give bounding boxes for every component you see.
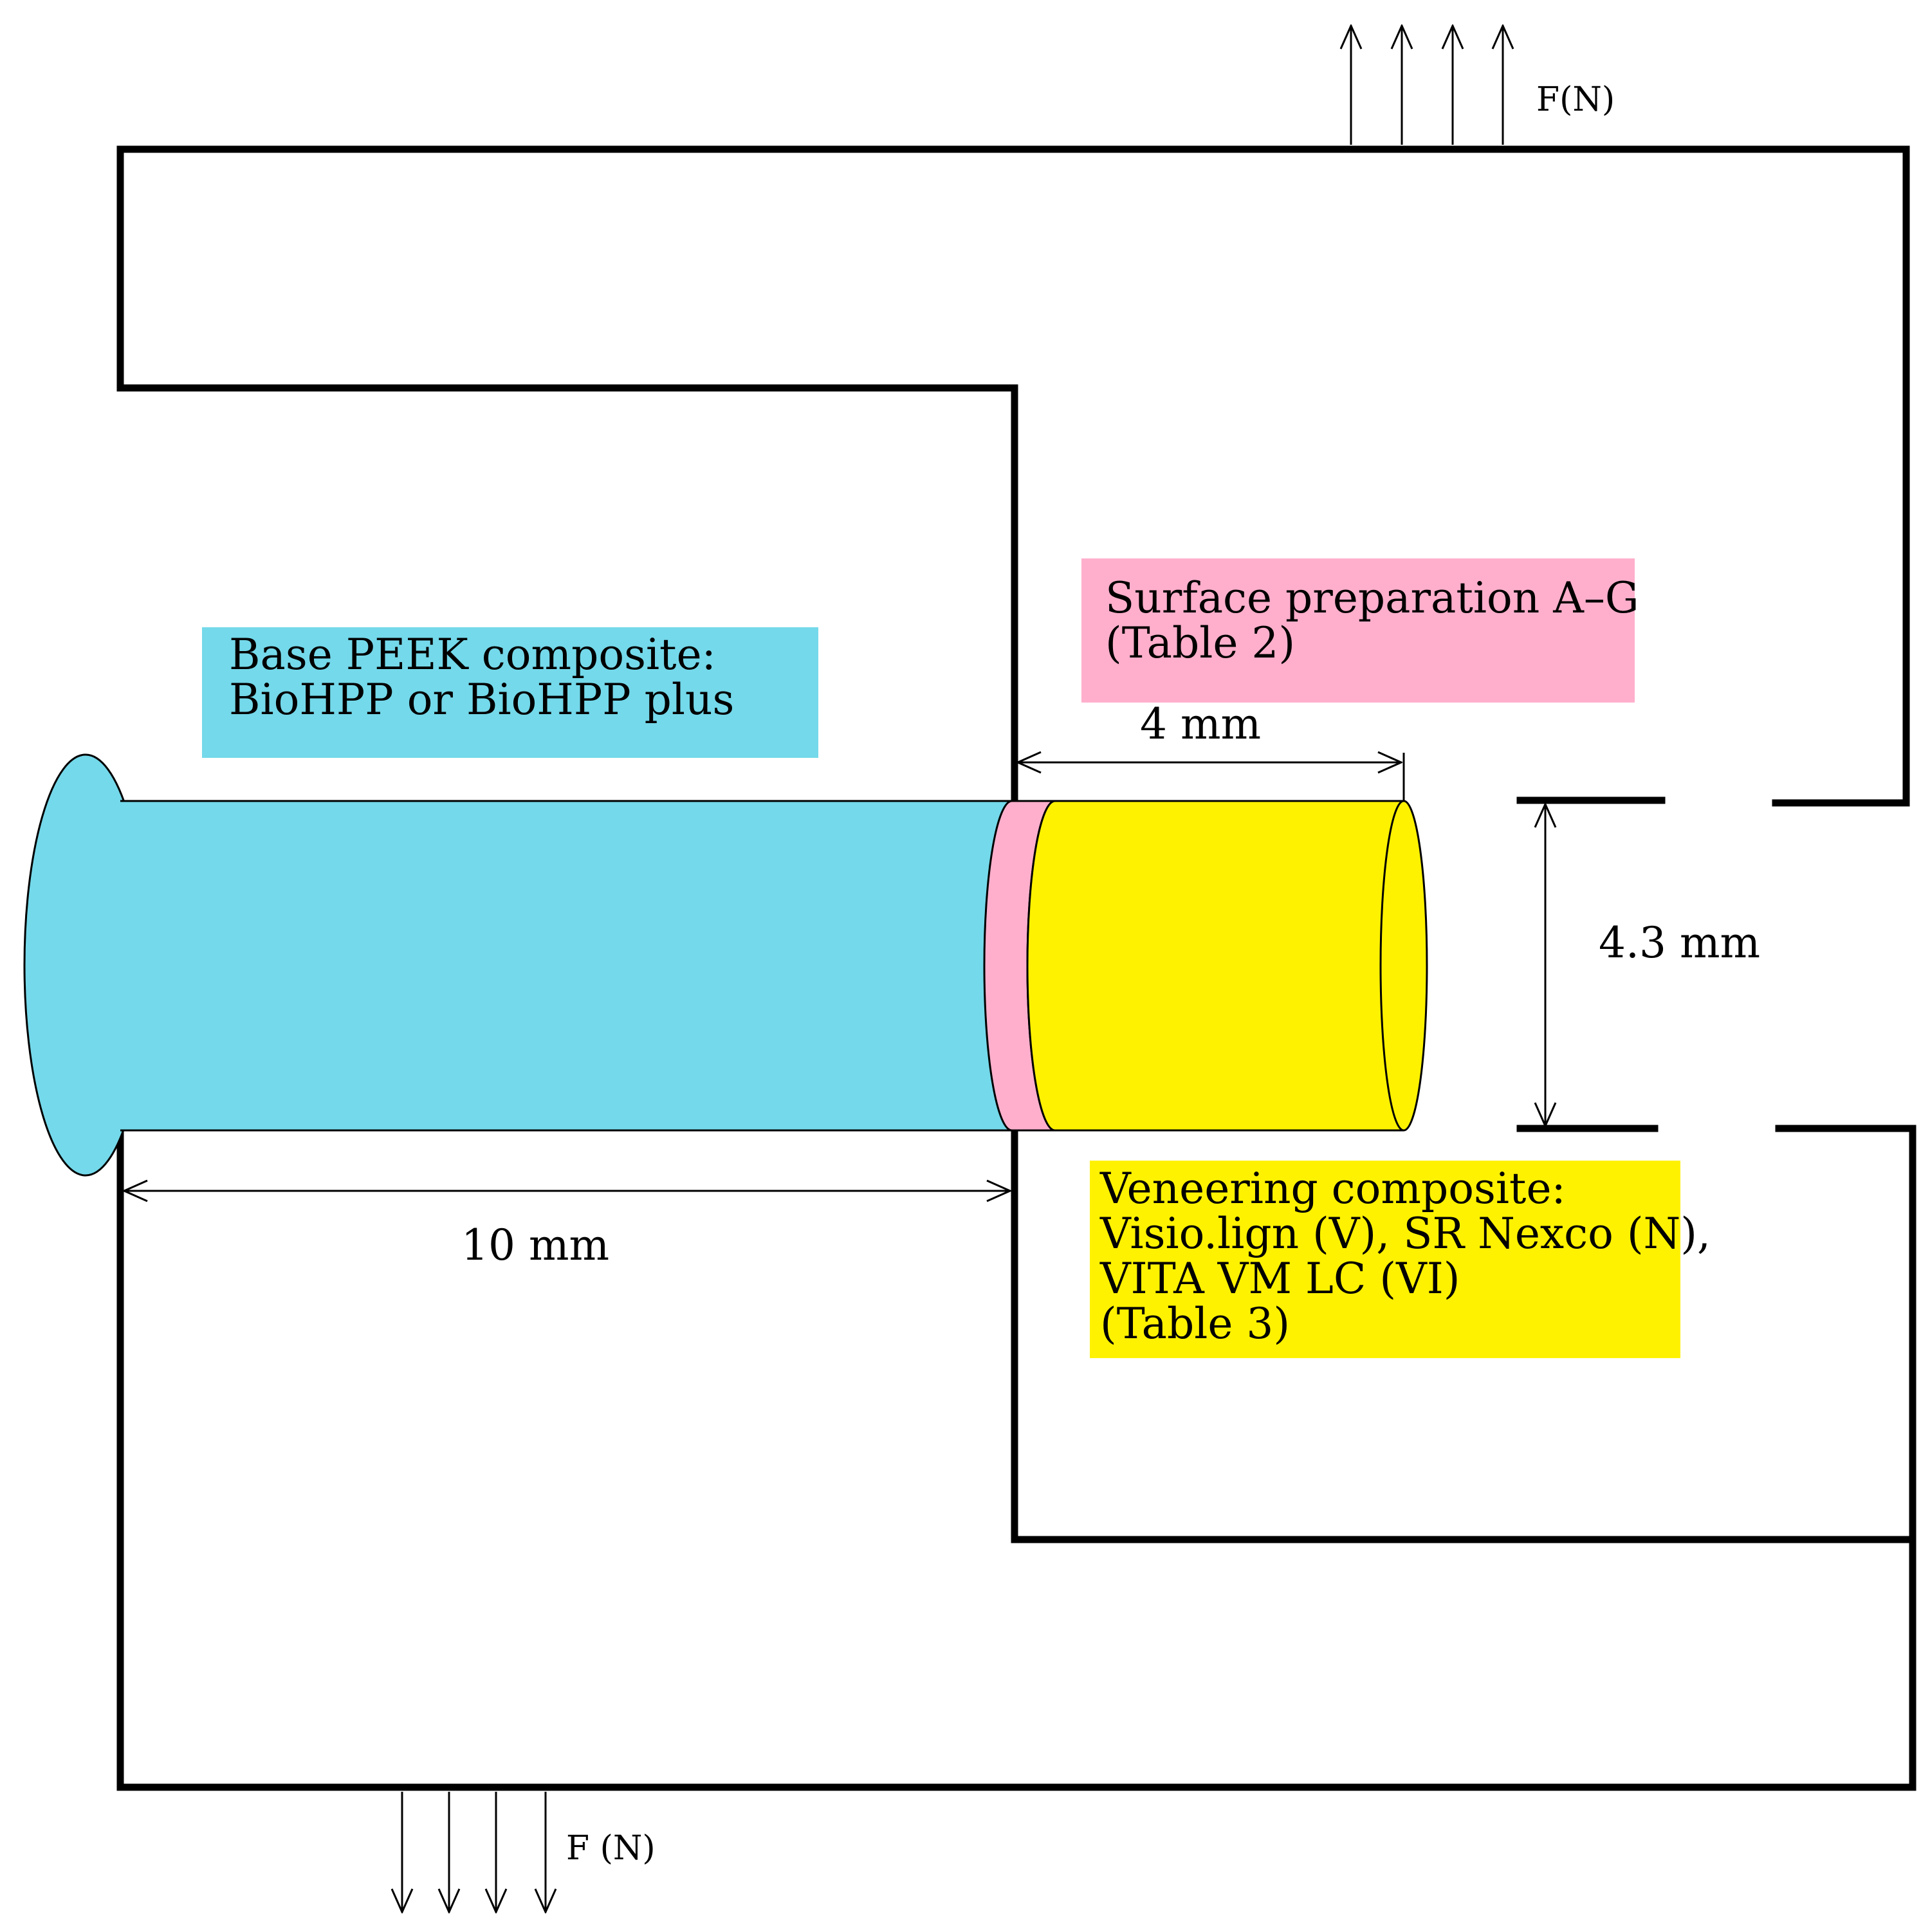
veneering-composite-line: Visio.lign (V), SR Nexco (N),	[1099, 1209, 1711, 1258]
base-material-box	[202, 627, 818, 758]
base-material-callout: Base PEEK composite: BioHPP or BioHPP pl…	[202, 627, 818, 758]
diameter-label: 4.3 mm	[1599, 918, 1760, 968]
veneering-composite-cylinder	[1026, 800, 1428, 1132]
veneering-composite-line: VITA VM LC (VI)	[1099, 1254, 1460, 1303]
base-material-line: Base PEEK composite:	[229, 630, 716, 679]
upper-jig	[116, 145, 1910, 807]
force-arrows-top: F(N)	[1351, 26, 1615, 145]
dimension-veneer-length: 4 mm	[1018, 699, 1405, 801]
veneering-composite-box	[1090, 1161, 1680, 1358]
lower-jig	[116, 1125, 1916, 1791]
upper-jig-outline	[116, 145, 1910, 807]
veneering-composite-line: (Table 3)	[1100, 1299, 1290, 1348]
veneering-composite-line: Veneering composite:	[1099, 1164, 1566, 1213]
surface-preparation-callout: Surface preparation A–G (Table 2)	[1081, 558, 1639, 703]
surface-preparation-box	[1081, 558, 1635, 703]
peek-base-cylinder	[120, 801, 1016, 1130]
force-label-top: F(N)	[1536, 80, 1615, 119]
specimen	[23, 753, 1428, 1177]
surface-preparation-line: Surface preparation A–G	[1105, 573, 1639, 623]
force-label-bottom: F (N)	[566, 1829, 656, 1868]
force-arrows-bottom: F (N)	[402, 1792, 656, 1912]
surface-preparation-line: (Table 2)	[1105, 618, 1295, 668]
base-length-label: 10 mm	[461, 1220, 609, 1270]
lower-jig-inner	[1011, 1128, 1916, 1543]
dimension-base-length: 10 mm	[124, 1191, 1010, 1270]
veneer-length-label: 4 mm	[1140, 699, 1261, 749]
veneering-composite-callout: Veneering composite: Visio.lign (V), SR …	[1090, 1161, 1711, 1358]
lower-jig-outline	[116, 1125, 1916, 1791]
base-material-line: BioHPP or BioHPP plus	[229, 675, 734, 724]
veneering-end-face	[1379, 800, 1404, 1132]
dimension-diameter: 4.3 mm	[1545, 804, 1760, 1126]
